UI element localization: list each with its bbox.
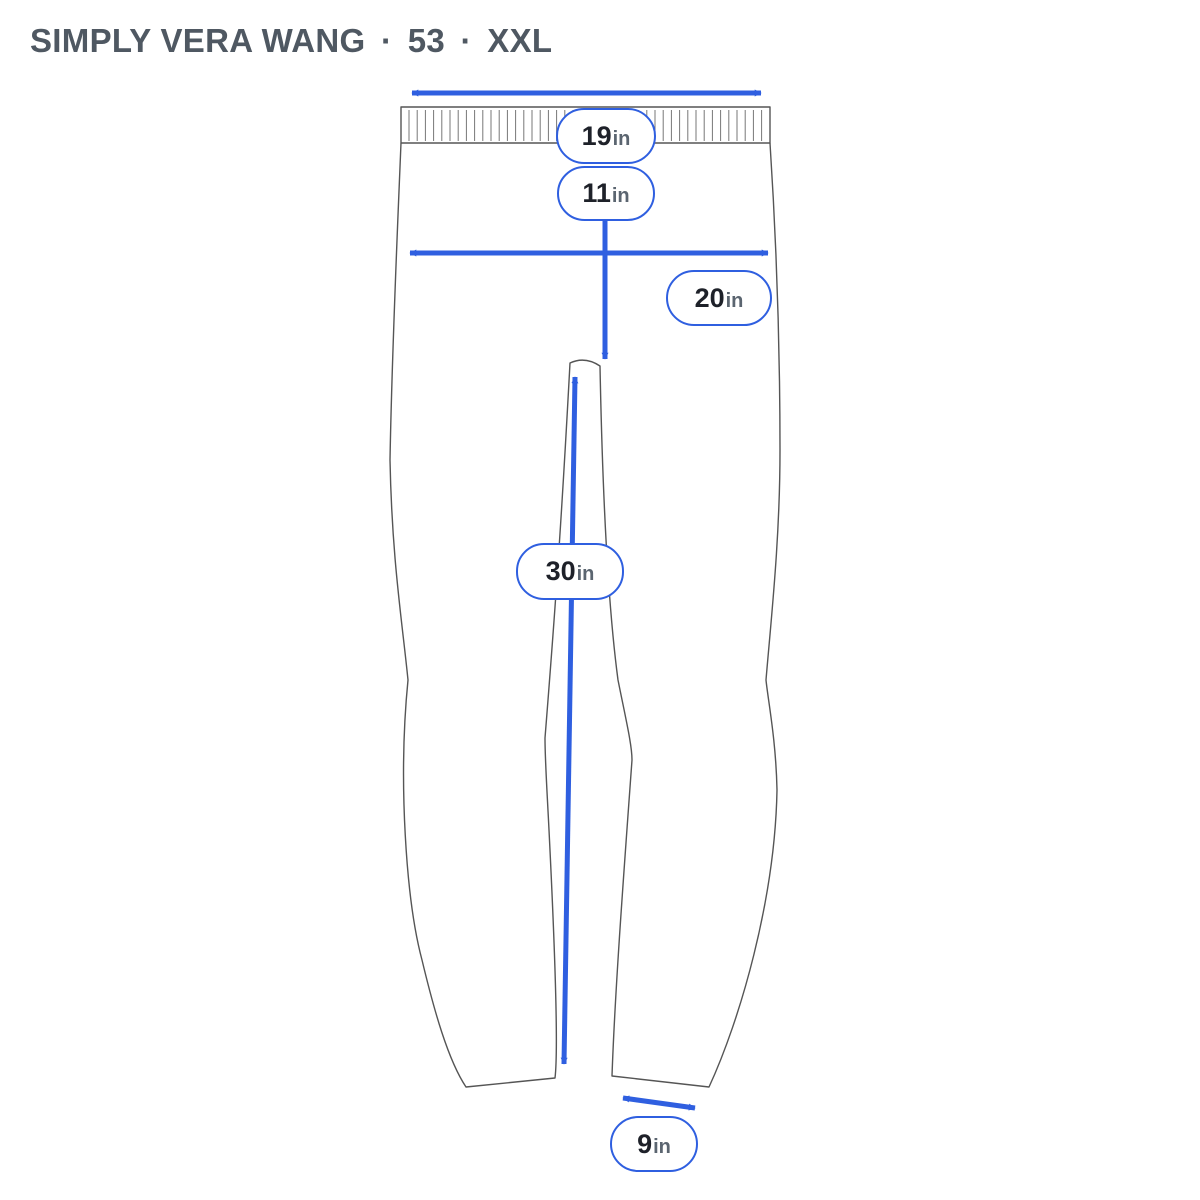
rise-value: 11 xyxy=(582,178,611,208)
title-separator: · xyxy=(460,22,472,59)
pants-outline xyxy=(389,106,781,1088)
waist-value: 19 xyxy=(581,120,612,151)
inseam-arrow xyxy=(560,376,579,1065)
leg-opening-arrow xyxy=(622,1095,696,1111)
brand-name: SIMPLY VERA WANG xyxy=(30,22,366,59)
style-number: 53 xyxy=(407,22,446,59)
waist-unit: in xyxy=(612,127,631,150)
inseam-unit: in xyxy=(576,563,595,585)
pants-body-outline xyxy=(389,142,781,1088)
leg-opening-value: 9 xyxy=(637,1128,653,1159)
rise-unit: in xyxy=(611,185,630,207)
page-title: SIMPLY VERA WANG · 53 · XXL xyxy=(30,22,552,72)
size-label: XXL xyxy=(487,22,553,59)
inseam-value: 30 xyxy=(545,556,576,586)
leg-opening-unit: in xyxy=(653,1135,671,1158)
measurement-arrows xyxy=(409,89,769,1111)
title-separator: · xyxy=(380,22,393,59)
hip-value: 20 xyxy=(694,282,725,313)
hip-unit: in xyxy=(725,289,744,312)
